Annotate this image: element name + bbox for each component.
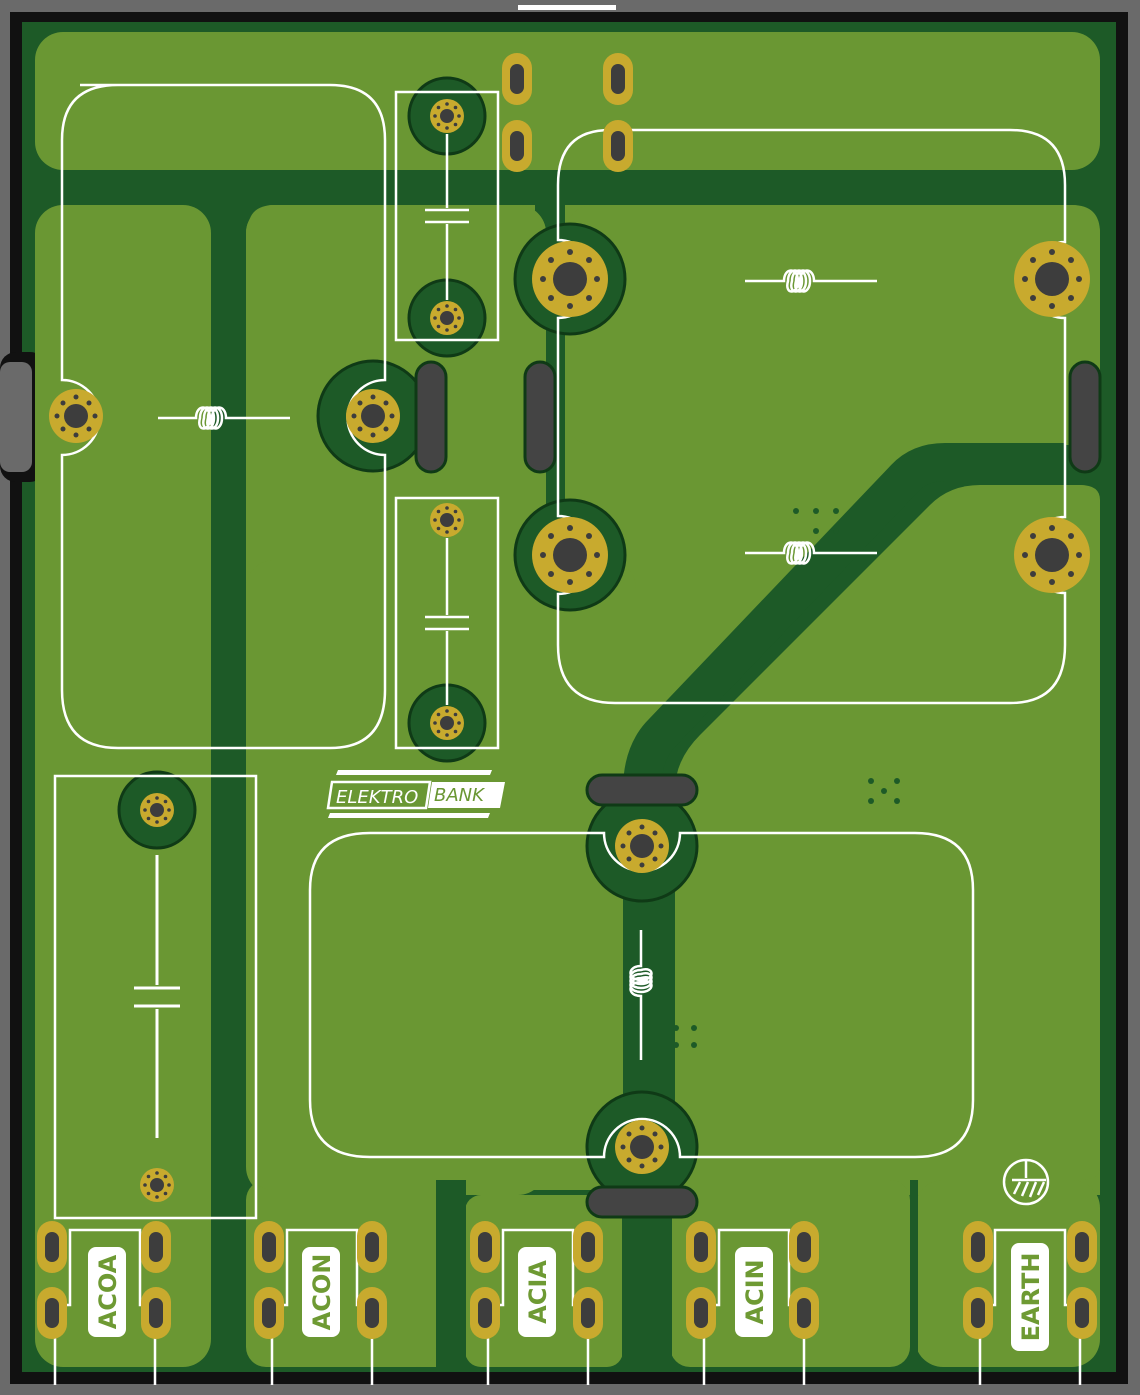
elektrobank-logo: ELEKTRO BANK	[326, 770, 505, 818]
logo-text-left: ELEKTRO	[336, 787, 418, 808]
earth-symbol-icon	[1002, 1158, 1050, 1206]
connector-acin[interactable]: ACIN	[686, 1221, 819, 1385]
connector-label-acon: ACON	[308, 1254, 336, 1331]
logo-text-right: BANK	[434, 785, 485, 806]
inductor-symbol-mid-right	[745, 541, 877, 565]
inductor-symbol-left	[158, 406, 290, 430]
connector-acia[interactable]: ACIA	[470, 1221, 603, 1385]
connector-label-earth: EARTH	[1017, 1253, 1045, 1342]
connector-earth[interactable]: EARTH	[963, 1221, 1097, 1385]
oblong-slots	[414, 360, 1102, 1219]
inductor-symbol-top-right	[745, 269, 877, 293]
board-top-marker	[518, 5, 616, 10]
connector-label-acia: ACIA	[524, 1260, 552, 1324]
connector-acoa[interactable]: ACOA	[37, 1221, 171, 1385]
capacitor-symbol-top	[425, 134, 469, 300]
connector-label-acoa: ACOA	[94, 1254, 122, 1329]
connector-label-acin: ACIN	[741, 1259, 769, 1324]
inductor-symbol-bottom	[629, 930, 653, 1060]
pad-clearance	[117, 76, 699, 1204]
vias	[673, 508, 900, 1048]
capacitor-symbol-left	[134, 855, 180, 1138]
capacitor-symbol-middle	[425, 538, 469, 705]
connector-acon[interactable]: ACON	[254, 1221, 387, 1385]
